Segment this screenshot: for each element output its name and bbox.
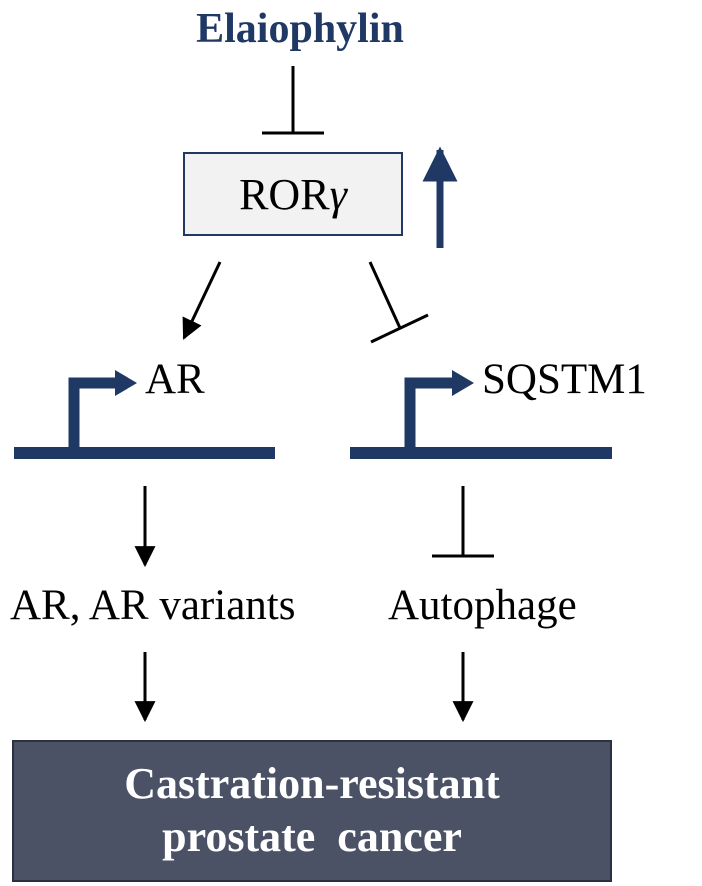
outcome-line-2: prostate cancer [162,812,462,861]
ror-gamma-greek: γ [329,169,347,219]
sqstm1-gene-label: SQSTM1 [482,356,647,403]
autophage-label: Autophage [388,582,577,629]
activation-ror-to-ar [182,261,222,340]
drug-label: Elaiophylin [196,6,404,52]
ar-gene-label: AR [145,356,205,403]
sqstm1-gene-promoter-icon [350,370,612,459]
crpc-outcome-box: Castration-resistant prostate cancer [12,740,612,882]
inhibition-sqstm1-to-autophage [432,486,494,558]
ar-gene-promoter-icon [14,370,275,459]
inhibition-drug-to-ror [262,66,324,135]
inhibition-ror-to-sqstm1 [368,261,429,344]
ror-gamma-label: ROR [239,169,330,219]
outcome-line-1: Castration-resistant [124,759,500,809]
ar-variants-label: AR, AR variants [10,582,296,629]
